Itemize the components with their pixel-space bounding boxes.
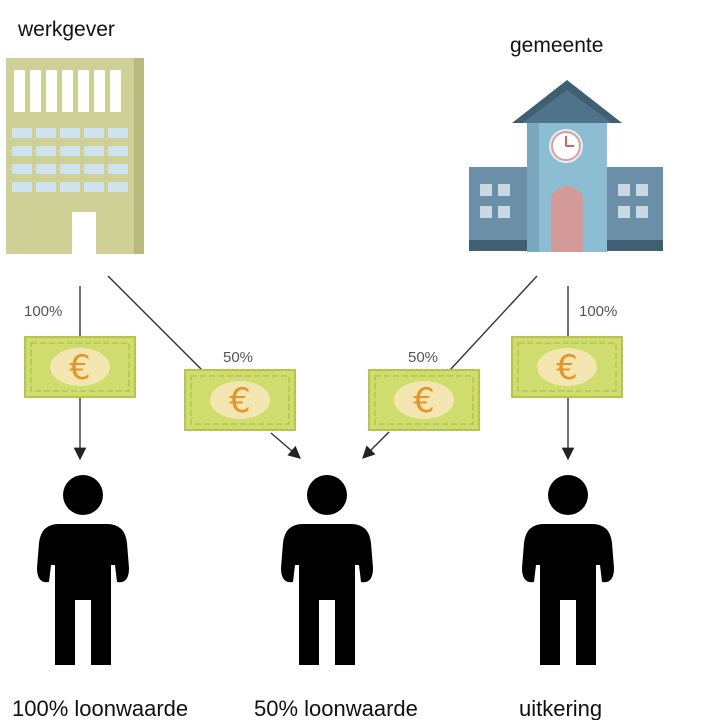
flow-percent-label: 100%: [579, 303, 617, 320]
flow-line-employer-half: [107, 275, 301, 459]
banknote-icon: €: [24, 336, 136, 398]
recipient-caption: uitkering: [519, 696, 602, 720]
banknote-icon: €: [511, 336, 623, 398]
flow-percent-label: 50%: [223, 349, 253, 366]
flow-percent-label: 50%: [408, 349, 438, 366]
office-building-icon: [6, 58, 144, 254]
euro-icon: €: [413, 381, 435, 421]
recipient-caption: 100% loonwaarde: [12, 696, 188, 720]
flow-percent-label: 100%: [24, 303, 62, 320]
municipality-label: gemeente: [510, 34, 603, 57]
town-hall-icon: [469, 80, 663, 252]
banknote-icon: €: [368, 369, 480, 431]
euro-icon: €: [69, 348, 91, 388]
employer-label: werkgever: [17, 18, 115, 41]
person-icon: [37, 475, 129, 665]
euro-icon: €: [229, 381, 251, 421]
person-icon: [522, 475, 614, 665]
euro-icon: €: [556, 348, 578, 388]
person-icon: [281, 475, 373, 665]
banknote-icon: €: [184, 369, 296, 431]
flow-line-municipality-half: [362, 275, 538, 459]
recipient-caption: 50% loonwaarde: [254, 696, 418, 720]
